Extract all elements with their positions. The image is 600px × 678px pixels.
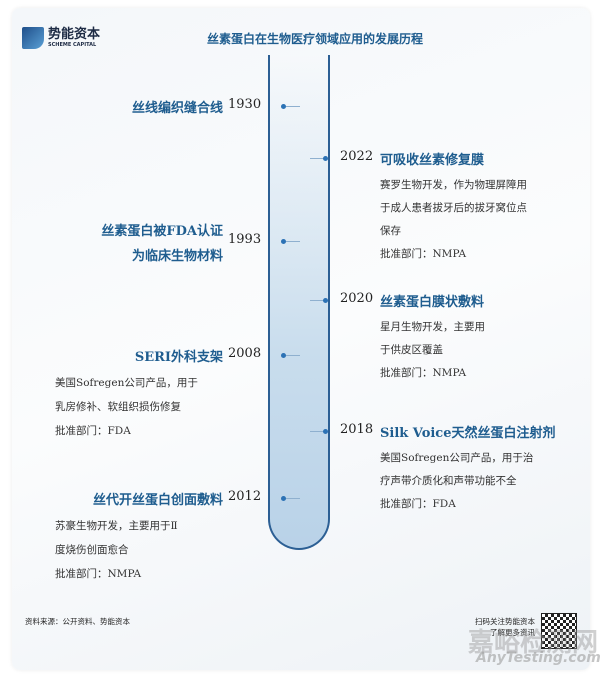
- brand-name-en: SCHEME CAPITAL: [48, 42, 97, 48]
- event-title: 丝线编织缝合线: [131, 101, 223, 116]
- timeline-dot: [323, 298, 328, 303]
- event-title: 为临床生物材料: [131, 248, 223, 264]
- brand-name: 势能资本: [48, 27, 101, 42]
- event-title: 可吸收丝素修复膜: [380, 153, 485, 168]
- event-year: 2008: [228, 346, 262, 361]
- logo-icon: [22, 27, 44, 49]
- timeline-tube: [268, 55, 330, 550]
- source-note: 资料来源：公开资料、势能资本: [25, 617, 130, 626]
- event-desc: 批准部门：FDA: [380, 498, 456, 510]
- timeline-dot: [281, 239, 286, 244]
- timeline-tick: [310, 300, 324, 301]
- event-desc: 苏豪生物开发，主要用于Ⅱ: [55, 520, 178, 532]
- event-desc: 度烧伤创面愈合: [55, 544, 129, 556]
- timeline-tick: [286, 355, 300, 356]
- event-desc: 于成人患者拔牙后的拔牙窝位点: [380, 202, 527, 214]
- timeline-dot: [323, 156, 328, 161]
- event-desc: 批准部门：FDA: [55, 425, 131, 437]
- event-title: Silk Voice天然丝蛋白注射剂: [380, 426, 556, 441]
- event-year: 2022: [340, 149, 374, 164]
- brand-logo: 势能资本 SCHEME CAPITAL: [22, 27, 100, 49]
- event-desc: 美国Sofregen公司产品，用于: [55, 377, 198, 389]
- event-year: 2012: [228, 489, 262, 504]
- watermark-cn: 嘉峪检测网: [468, 628, 599, 658]
- event-desc: 疗声带介质化和声带功能不全: [380, 475, 517, 487]
- event-year: 2020: [340, 291, 374, 306]
- event-desc: 批准部门：NMPA: [380, 367, 467, 379]
- timeline-tick: [310, 431, 324, 432]
- qr-code[interactable]: [541, 613, 577, 649]
- timeline-tick: [286, 498, 300, 499]
- qr-caption-1: 扫码关注势能资本: [475, 617, 535, 626]
- timeline-tick: [286, 241, 300, 242]
- event-year: 2018: [340, 422, 374, 437]
- event-title: 丝代开丝蛋白创面敷料: [92, 493, 223, 508]
- event-title: SERI外科支架: [134, 350, 223, 365]
- event-desc: 赛罗生物开发，作为物理屏障用: [380, 179, 527, 191]
- event-desc: 星月生物开发，主要用: [380, 321, 485, 333]
- event-desc: 于供皮区覆盖: [380, 344, 443, 356]
- event-desc: 批准部门：NMPA: [380, 248, 467, 260]
- event-year: 1993: [228, 232, 262, 247]
- event-desc: 批准部门：NMPA: [55, 568, 142, 580]
- timeline-tick: [286, 106, 300, 107]
- page-title: 丝素蛋白在生物医疗领域应用的发展历程: [206, 32, 423, 46]
- event-desc: 美国Sofregen公司产品，用于治: [380, 452, 534, 464]
- timeline-tick: [310, 158, 324, 159]
- watermark-en: AnyTesting.com: [476, 650, 600, 666]
- timeline-dot: [281, 353, 286, 358]
- event-year: 1930: [228, 97, 262, 112]
- event-title: 丝素蛋白被FDA认证: [101, 223, 223, 239]
- timeline-dot: [281, 104, 286, 109]
- event-title: 丝素蛋白膜状敷料: [380, 295, 485, 310]
- event-desc: 保存: [380, 225, 401, 237]
- timeline-dot: [281, 496, 286, 501]
- timeline-dot: [323, 429, 328, 434]
- event-desc: 乳房修补、软组织损伤修复: [55, 401, 181, 413]
- qr-caption-2: 了解更多资讯: [490, 628, 535, 637]
